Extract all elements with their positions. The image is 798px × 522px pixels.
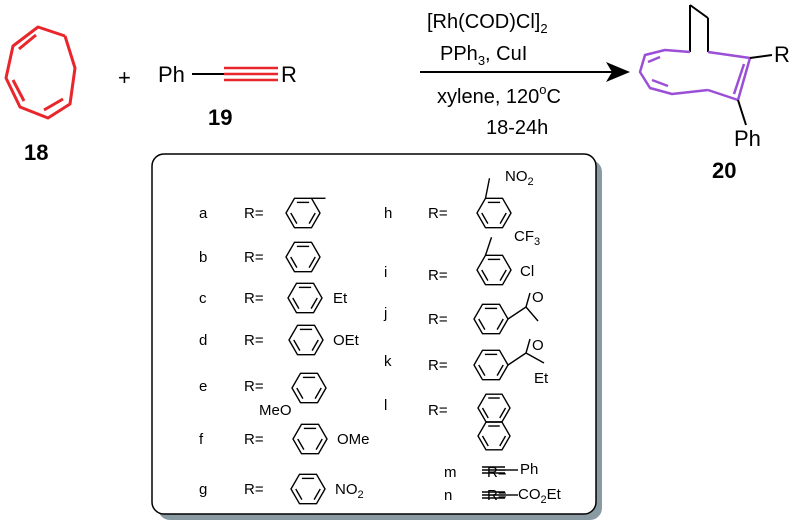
substituent-list-left: a R= b R= c R= d R= e R= f R= g R= [199, 205, 264, 498]
ring-d [288, 324, 324, 356]
svg-text:R=: R= [428, 402, 448, 419]
ring-c [287, 282, 323, 314]
compound-label-20: 20 [712, 158, 736, 183]
carbonyl-bond-j [507, 306, 527, 320]
svg-text:R=: R= [244, 290, 264, 307]
plus-sign: + [118, 65, 131, 90]
carbonyl-bond-k [507, 352, 527, 366]
ph-group: Ph [158, 62, 185, 87]
svg-text:R=: R= [244, 249, 264, 266]
svg-text:[Rh(COD)Cl]2: [Rh(COD)Cl]2 [427, 11, 548, 36]
svg-text:f: f [199, 431, 204, 448]
svg-text:R=: R= [428, 267, 448, 284]
svg-text:c: c [199, 290, 207, 307]
substituent-list-right: h R= i R= j R= k R= l R= m R= n R= [383, 205, 507, 504]
svg-text:R=: R= [244, 481, 264, 498]
svg-text:R=: R= [244, 205, 264, 222]
svg-text:R=: R= [244, 332, 264, 349]
svg-text:l: l [384, 397, 387, 414]
svg-text:a: a [199, 205, 208, 222]
ring-j [473, 303, 509, 335]
svg-text:xylene, 120oC: xylene, 120oC [437, 82, 561, 108]
ring-b [285, 241, 321, 273]
bicyclic-product-20: R Ph 20 [638, 4, 790, 183]
svg-text:R=: R= [428, 357, 448, 374]
ring-k [473, 349, 509, 381]
ring-l-lower [477, 421, 511, 451]
cycloheptatriene-18: 18 [4, 25, 77, 165]
product-ph-group: Ph [734, 126, 761, 151]
compound-label-18: 18 [24, 140, 48, 165]
ring-e [291, 372, 327, 404]
svg-text:R=: R= [244, 431, 264, 448]
catalyst: [Rh(COD)Cl] [427, 11, 540, 33]
solvent-temp: xylene, 120 [437, 86, 539, 108]
substituent-structures [285, 178, 545, 505]
svg-text:m: m [444, 464, 457, 481]
svg-text:b: b [199, 249, 207, 266]
sub-i-cl: Cl [520, 263, 534, 280]
ligand: PPh [440, 43, 478, 65]
svg-text:j: j [383, 305, 387, 322]
sub-f-ome: OMe [337, 431, 370, 448]
reaction-conditions: [Rh(COD)Cl]2 PPh3, CuI xylene, 120oC 18-… [420, 11, 630, 139]
no2-bond-h [484, 178, 491, 199]
r-group: R [281, 62, 297, 87]
svg-text:d: d [199, 332, 207, 349]
cf3-bond-i [484, 237, 493, 256]
svg-text:h: h [384, 205, 392, 222]
svg-text:R=: R= [244, 378, 264, 395]
ring-g [290, 473, 326, 505]
sub-i-cf3: CF3 [514, 228, 540, 248]
ring-h [476, 197, 512, 229]
sub-k-o-carbonyl: O [532, 337, 544, 354]
sub-k-et: Et [534, 370, 549, 387]
sub-c-et: Et [333, 290, 348, 307]
sub-e-meo: MeO [259, 402, 292, 419]
sub-h-no2: NO2 [505, 168, 534, 188]
svg-text:e: e [199, 378, 207, 395]
svg-text:R=: R= [428, 311, 448, 328]
svg-text:k: k [384, 353, 392, 370]
sub-n-co2et: CO2Et [518, 486, 562, 506]
substituent-groups: Et OEt MeO OMe NO2 NO2 CF3 Cl O O Et Ph … [259, 168, 562, 506]
ring-i [476, 254, 512, 286]
svg-text:PPh3, CuI: PPh3, CuI [440, 43, 527, 68]
svg-text:g: g [199, 481, 207, 498]
sub-d-oet: OEt [333, 332, 360, 349]
reaction-time: 18-24h [486, 117, 548, 139]
svg-text:R=: R= [428, 205, 448, 222]
sub-g-no2: NO2 [335, 481, 364, 501]
compound-label-19: 19 [208, 105, 232, 130]
svg-text:n: n [444, 487, 452, 504]
sub-m-ph: Ph [520, 461, 538, 478]
svg-text:i: i [384, 264, 387, 281]
ring-f [292, 423, 328, 455]
alkyne-19: Ph R 19 [158, 62, 297, 130]
sub-j-o-carbonyl: O [532, 289, 544, 306]
product-r-group: R [774, 42, 790, 67]
